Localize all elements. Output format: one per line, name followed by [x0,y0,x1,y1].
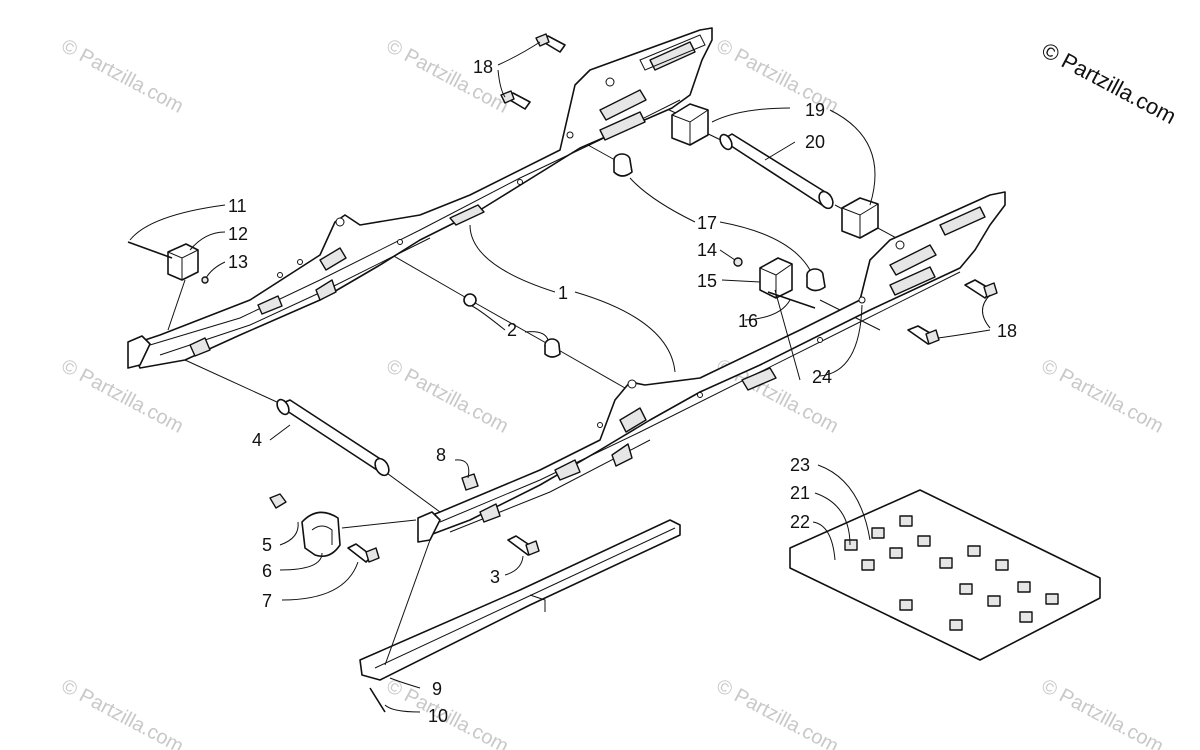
callout-17: 17 [697,213,717,233]
watermark: © Partzilla.com [58,675,187,750]
cap-6 [301,511,341,558]
leader-lines [129,41,991,713]
callout-14: 14 [697,240,717,260]
track-panel [789,489,1101,661]
bolt-16 [767,291,816,309]
bolt-18-right-b [907,325,940,345]
watermark: © Partzilla.com [383,355,512,438]
block-19-top [671,103,709,146]
callout-1: 1 [558,283,568,303]
callout-12: 12 [228,224,248,244]
nut-13 [201,276,209,284]
callout-18-right: 18 [997,321,1017,341]
callout-2: 2 [507,320,517,340]
callout-5: 5 [262,535,272,555]
watermark: © Partzilla.com [1038,675,1167,750]
callout-15: 15 [697,271,717,291]
callout-8: 8 [436,445,446,465]
bushing-17-top [613,153,633,177]
bolt-18-top-a [535,33,566,53]
callout-16: 16 [738,311,758,331]
watermark: © Partzilla.com [1038,355,1167,438]
bolt-18-top-b [500,90,531,110]
callout-20: 20 [805,132,825,152]
bolt-18-right-a [964,279,998,299]
callout-10: 10 [428,706,448,726]
block-15 [759,257,793,299]
callout-24: 24 [812,367,832,387]
callout-11: 11 [228,196,247,216]
callout-13: 13 [228,252,248,272]
bushing-17-right [806,268,826,292]
callout-9: 9 [432,679,442,699]
slide-9 [359,519,681,681]
shaft-20 [719,133,834,210]
watermark: © Partzilla.com [713,675,842,750]
nut-5 [269,493,287,509]
callout-7: 7 [262,591,272,611]
bolt-11 [127,241,173,259]
callout-6: 6 [262,561,272,581]
callout-21: 21 [790,483,810,503]
callouts: 1 2 3 4 5 6 7 8 9 10 11 12 13 14 15 16 1… [228,57,1017,726]
nut-14 [733,257,743,267]
callout-23: 23 [790,455,810,475]
shaft-4 [276,398,390,477]
watermark: © Partzilla.com [58,355,187,438]
callout-4: 4 [252,430,262,450]
callout-22: 22 [790,512,810,532]
washer-2-upper [463,293,477,307]
rail-right [417,191,1006,543]
copyright-label: © Partzilla.com [1038,37,1181,129]
bolt-3 [507,535,540,556]
callout-18-top: 18 [473,57,493,77]
block-12 [167,243,199,281]
rail-left [127,27,713,369]
block-19-bottom [841,197,879,239]
watermark: © Partzilla.com [58,35,187,118]
callout-3: 3 [490,567,500,587]
nut-8 [461,473,479,491]
screw-10 [369,687,386,713]
bushing-2-lower [544,338,561,358]
callout-19: 19 [805,100,825,120]
bolt-7 [347,543,380,563]
